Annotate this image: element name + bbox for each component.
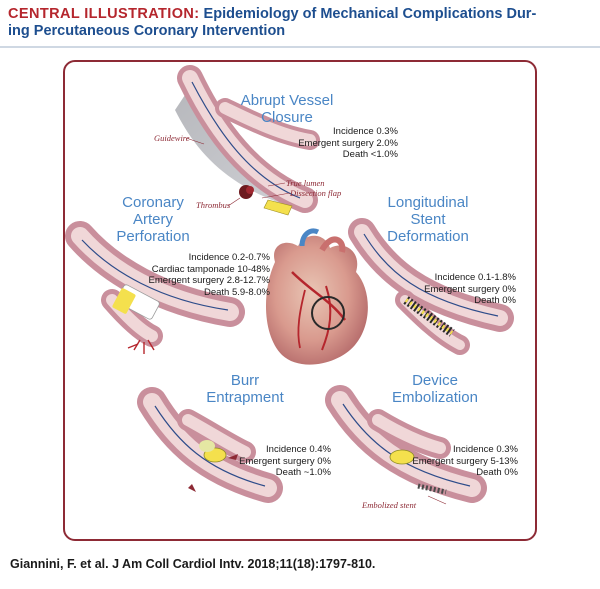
- perforation-death: Death 5.9-8.0%: [203, 286, 270, 298]
- abrupt-closure-title: Abrupt Vessel Closure: [222, 92, 352, 126]
- stent-deformation-title-line-3: Deformation: [387, 228, 469, 245]
- dissection-flap-label: Dissection flap: [290, 188, 342, 198]
- burr-entrapment-surgery: Emergent surgery 0%: [239, 455, 331, 467]
- burr-entrapment-title: Burr Entrapment: [190, 372, 300, 406]
- perforation-title-line-3: Perforation: [116, 228, 190, 245]
- perforation-incidence: Incidence 0.2-0.7%: [188, 252, 270, 263]
- device-embolization-surgery: Emergent surgery 5-13%: [412, 455, 518, 467]
- abrupt-closure-vessel-icon: [175, 65, 320, 216]
- embolized-stent-label: Embolized stent: [362, 500, 417, 510]
- bleeding-mark: [127, 339, 155, 354]
- guidewire-label: Guidewire: [154, 133, 190, 143]
- header: CENTRAL ILLUSTRATION: Epidemiology of Me…: [0, 0, 600, 50]
- perforation-vessel-icon: [65, 221, 245, 354]
- header-title-part-2: ing Percutaneous Coronary Intervention: [8, 23, 286, 39]
- device-embolization-title-line-2: Embolization: [392, 389, 478, 406]
- header-kicker: CENTRAL ILLUSTRATION:: [8, 6, 200, 22]
- perforation-stats: Incidence 0.2-0.7% Cardiac tamponade 10-…: [130, 252, 270, 298]
- stent-deformation-title: Longitudinal Stent Deformation: [368, 194, 488, 245]
- magnifier-circle: [311, 296, 345, 330]
- perforation-title: Coronary Artery Perforation: [98, 194, 208, 245]
- stent-deformation-surgery: Emergent surgery 0%: [424, 283, 516, 295]
- perforation-tamponade: Cardiac tamponade 10-48%: [151, 263, 270, 275]
- device-embolization-stats: Incidence 0.3% Emergent surgery 5-13% De…: [398, 444, 518, 479]
- device-embolization-death: Death 0%: [476, 467, 518, 478]
- perforation-title-line-2: Artery: [132, 211, 173, 228]
- thrombus-label: Thrombus: [196, 200, 231, 210]
- header-title-part-1: Epidemiology of Mechanical Complications…: [203, 6, 537, 22]
- burr-entrapment-stats: Incidence 0.4% Emergent surgery 0% Death…: [225, 444, 331, 479]
- abrupt-closure-title-line-1: Abrupt Vessel: [240, 92, 334, 109]
- abrupt-closure-death: Death <1.0%: [342, 149, 398, 160]
- burr-entrapment-incidence: Incidence 0.4%: [266, 444, 331, 455]
- stent-deformation-vessel-icon: [348, 218, 514, 355]
- stent-deformation-incidence: Incidence 0.1-1.8%: [434, 272, 516, 283]
- abrupt-closure-incidence: Incidence 0.3%: [333, 126, 398, 137]
- device-embolization-title: Device Embolization: [375, 372, 495, 406]
- stent-deformation-stats: Incidence 0.1-1.8% Emergent surgery 0% D…: [410, 272, 516, 307]
- stent-deformation-death: Death 0%: [474, 295, 516, 306]
- true-lumen-label: True lumen: [286, 178, 325, 188]
- stent-deformation-title-line-1: Longitudinal: [387, 194, 469, 211]
- abrupt-closure-stats: Incidence 0.3% Emergent surgery 2.0% Dea…: [270, 126, 398, 161]
- device-embolization-incidence: Incidence 0.3%: [453, 444, 518, 455]
- perforation-title-line-1: Coronary: [122, 194, 184, 211]
- stent-deformation-title-line-2: Stent: [410, 211, 446, 228]
- abrupt-closure-surgery: Emergent surgery 2.0%: [298, 137, 398, 149]
- device-embolization-vessel-icon: [325, 385, 487, 505]
- burr-entrapment-title-line-1: Burr: [230, 372, 260, 389]
- header-title-line-1: CENTRAL ILLUSTRATION: Epidemiology of Me…: [8, 6, 598, 23]
- burr-entrapment-title-line-2: Entrapment: [206, 389, 284, 406]
- header-divider: [0, 46, 600, 48]
- burr-entrapment-death: Death ~1.0%: [275, 467, 331, 478]
- heart-illustration: [265, 228, 368, 365]
- header-title-line-2: ing Percutaneous Coronary Intervention: [8, 23, 598, 40]
- burr-entrapment-vessel-icon: [137, 387, 283, 503]
- perforation-surgery: Emergent surgery 2.8-12.7%: [148, 275, 270, 286]
- citation: Giannini, F. et al. J Am Coll Cardiol In…: [10, 557, 376, 571]
- abrupt-closure-title-line-2: Closure: [261, 109, 313, 126]
- device-embolization-title-line-1: Device: [412, 372, 458, 389]
